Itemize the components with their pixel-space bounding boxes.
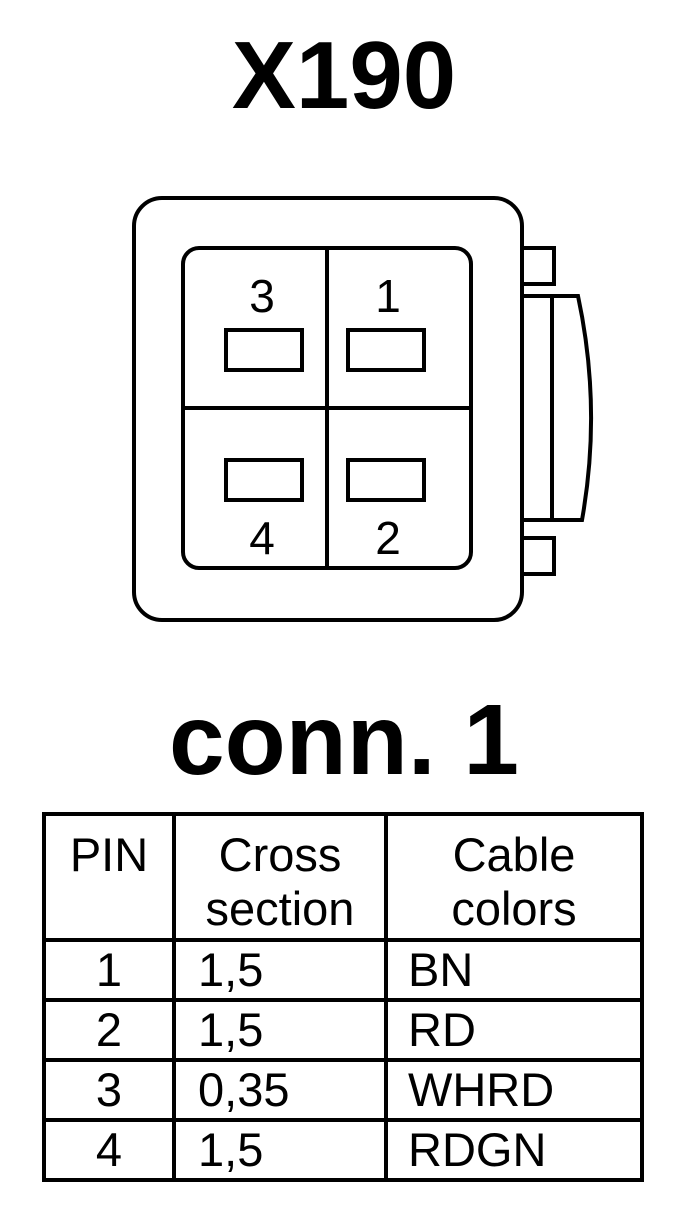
pin-cell: 1 (42, 938, 176, 1002)
connector-diagram: 3 1 4 2 (132, 196, 594, 622)
cable-color-cell: RD (384, 998, 644, 1062)
pin-label-4: 4 (249, 512, 275, 564)
pin-slot-1 (346, 328, 426, 372)
pin-label-2: 2 (375, 512, 401, 564)
table-row: 4 1,5 RDGN (42, 1118, 644, 1182)
cross-section-cell: 1,5 (172, 998, 388, 1062)
pin-cell: 3 (42, 1058, 176, 1122)
cross-section-cell: 0,35 (172, 1058, 388, 1122)
pin-cell: 2 (42, 998, 176, 1062)
pin-slot-2 (346, 458, 426, 502)
connector-housing (132, 196, 524, 622)
latch-tab-top (520, 246, 556, 286)
latch-bar (522, 294, 594, 522)
connector-id-title: X190 (231, 22, 457, 129)
pin-assignment-table: PIN Cross section Cable colors 1 1,5 BN … (42, 812, 644, 1182)
pin-slot-3 (224, 328, 304, 372)
header-cross-section: Cross section (172, 812, 388, 942)
header-cable-colors: Cable colors (384, 812, 644, 942)
pin-cell: 4 (42, 1118, 176, 1182)
table-row: 2 1,5 RD (42, 998, 644, 1062)
table-header-row: PIN Cross section Cable colors (42, 812, 644, 942)
cable-color-cell: WHRD (384, 1058, 644, 1122)
connector-label-title: conn. 1 (168, 684, 520, 796)
cross-section-cell: 1,5 (172, 1118, 388, 1182)
latch-tab-bottom (520, 536, 556, 576)
pin-label-1: 1 (375, 270, 401, 322)
table-row: 3 0,35 WHRD (42, 1058, 644, 1122)
pin-label-3: 3 (249, 270, 275, 322)
cross-section-cell: 1,5 (172, 938, 388, 1002)
pin-slot-4 (224, 458, 304, 502)
cable-color-cell: RDGN (384, 1118, 644, 1182)
cable-color-cell: BN (384, 938, 644, 1002)
header-pin: PIN (42, 812, 176, 942)
table-row: 1 1,5 BN (42, 938, 644, 1002)
